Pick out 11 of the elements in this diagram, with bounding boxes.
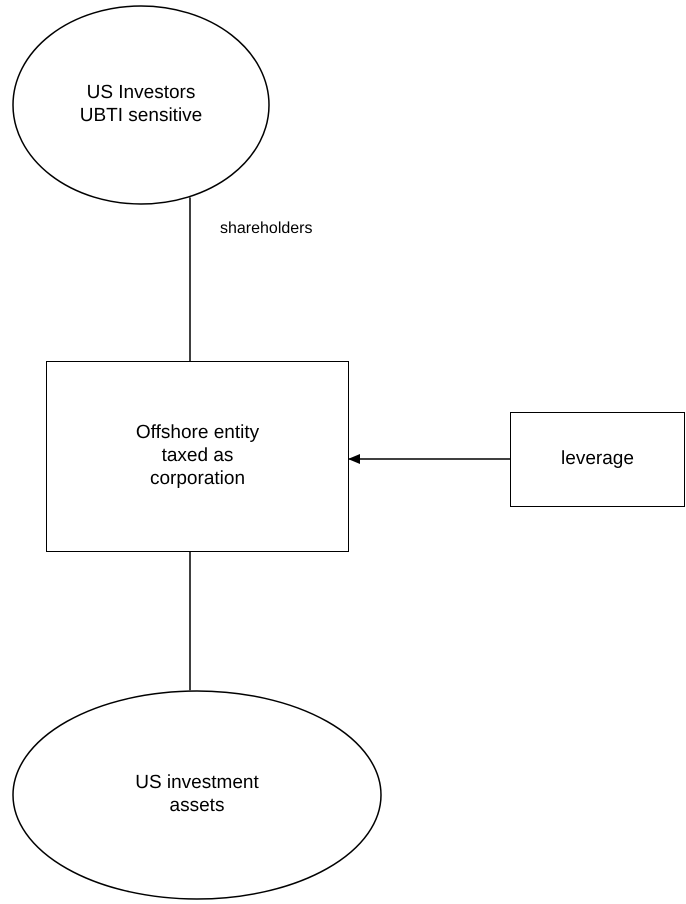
ellipse-node: [12, 690, 382, 900]
arrow: [348, 454, 510, 464]
ellipse-node: [12, 5, 270, 205]
node-label: US Investors UBTI sensitive: [78, 82, 204, 128]
process-box: [510, 412, 685, 507]
node-label: leverage: [560, 448, 635, 471]
connector-line: [189, 198, 191, 361]
node-label: US investment assets: [134, 772, 260, 818]
connector-line: [189, 552, 191, 690]
node-label: Offshore entity taxed as corporation: [134, 422, 260, 491]
process-box: [46, 361, 349, 552]
